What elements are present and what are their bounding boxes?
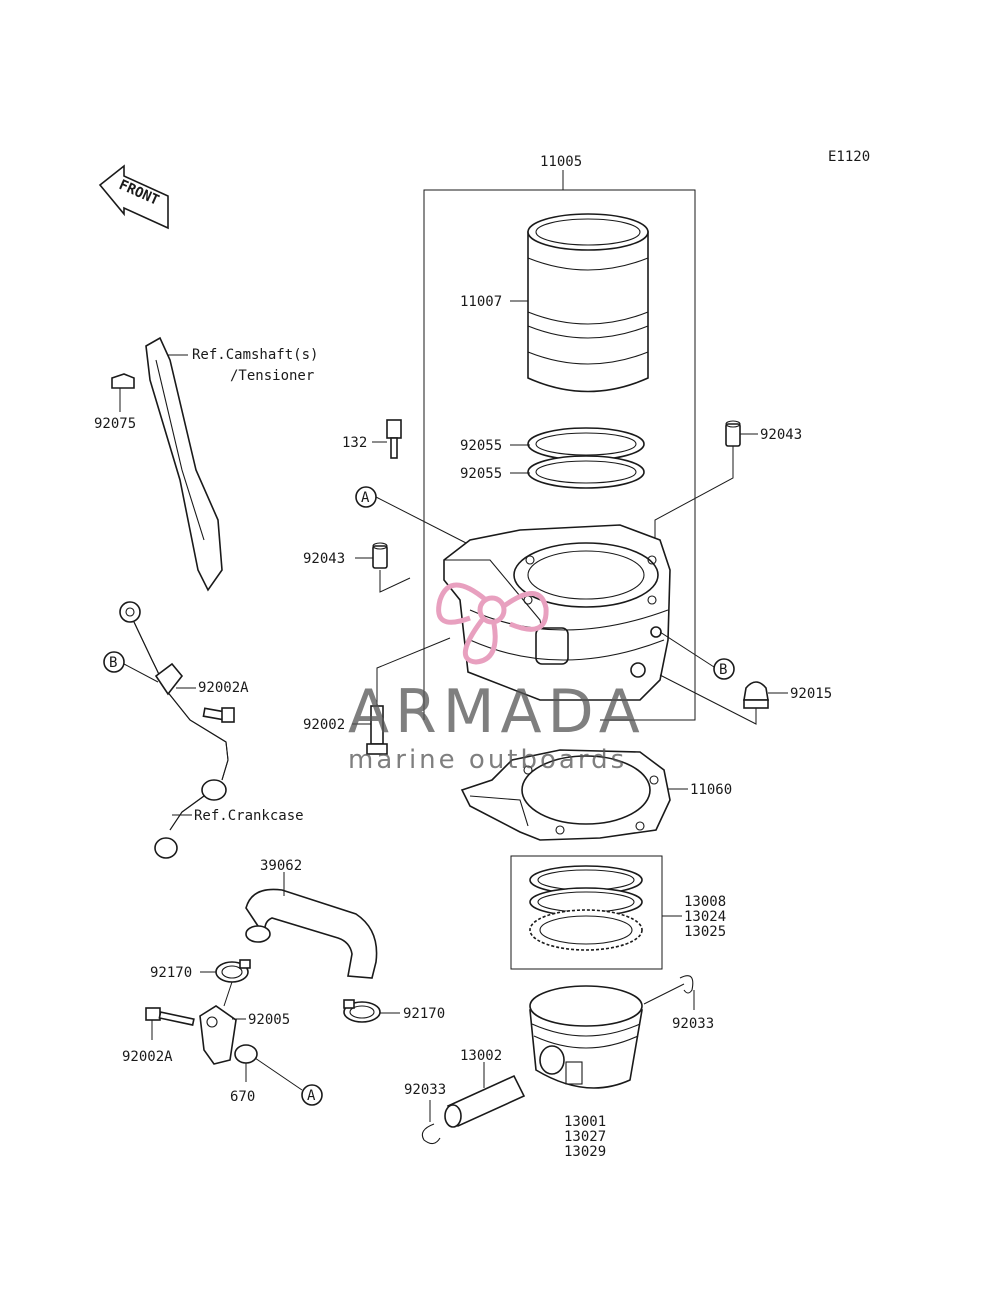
hose-39062: [245, 888, 378, 979]
part-11007-label: 11007: [460, 294, 502, 310]
part-92043-left-label: 92043: [303, 551, 345, 567]
part-92002a-lower-label: 92002A: [122, 1049, 173, 1065]
part-11060-label: 11060: [690, 782, 732, 798]
piston-ring-set: [529, 865, 643, 951]
stud-bolt-132: [386, 419, 402, 459]
front-arrow-icon: FRONT: [98, 164, 169, 230]
dowel-pin-left: [372, 542, 388, 569]
ref-marker-a-bottom: A: [301, 1084, 323, 1106]
part-13008-label: 13008: [684, 894, 726, 910]
part-92043-right-label: 92043: [760, 427, 802, 443]
chain-guide-clip: [111, 373, 135, 389]
diagram-code: E1120: [828, 149, 870, 165]
dowel-pin-right: [725, 420, 741, 447]
liner-rings: [527, 427, 645, 489]
part-92170-upper-label: 92170: [150, 965, 192, 981]
part-39062-label: 39062: [260, 858, 302, 874]
ref-crankcase-label: Ref.Crankcase: [194, 808, 304, 824]
cylinder-assy-bracket: [423, 170, 696, 721]
svg-text:A: A: [307, 1088, 316, 1104]
chain-guide: [145, 336, 223, 592]
ref-marker-b-right: B: [713, 658, 735, 680]
cylinder-liner: [527, 213, 649, 393]
part-670-label: 670: [230, 1089, 255, 1105]
ref-marker-b-left: B: [103, 651, 125, 673]
fitting-bolt: [145, 1007, 195, 1026]
propeller-logo-icon: [436, 582, 549, 665]
part-11005-label: 11005: [540, 154, 582, 170]
svg-text:B: B: [719, 662, 727, 678]
watermark-tagline: marine outboards: [348, 745, 627, 775]
cap-nut-92015: [743, 681, 769, 709]
part-13029-label: 13029: [564, 1144, 606, 1160]
hose-clamp-lower: [343, 999, 381, 1023]
part-13002-label: 13002: [460, 1048, 502, 1064]
oil-pipe: [119, 601, 229, 859]
hose-fitting: [199, 1005, 237, 1065]
piston: [529, 985, 643, 1089]
part-92075-label: 92075: [94, 416, 136, 432]
part-13001-label: 13001: [564, 1114, 606, 1130]
part-92170-lower-label: 92170: [403, 1006, 445, 1022]
svg-text:A: A: [361, 490, 370, 506]
part-92055-top-label: 92055: [460, 438, 502, 454]
piston-clip-right: [679, 975, 694, 994]
piston-pin: [444, 1074, 526, 1128]
ring-set-box: [510, 855, 663, 970]
ref-marker-a-top: A: [355, 486, 377, 508]
oil-pipe-bolt: [202, 707, 235, 723]
piston-clip-left: [421, 1123, 441, 1145]
cylinder-block: [443, 524, 671, 701]
part-92033-left-label: 92033: [404, 1082, 446, 1098]
part-13027-label: 13027: [564, 1129, 606, 1145]
part-92055-bottom-label: 92055: [460, 466, 502, 482]
svg-text:B: B: [109, 655, 117, 671]
watermark-brand: ARMADA: [348, 677, 646, 747]
part-92033-right-label: 92033: [672, 1016, 714, 1032]
part-13025-label: 13025: [684, 924, 726, 940]
part-13024-label: 13024: [684, 909, 726, 925]
armada-watermark: ARMADA marine outboards: [348, 582, 646, 775]
part-92002-label: 92002: [303, 717, 345, 733]
head-gasket: [460, 749, 671, 841]
part-92005-label: 92005: [248, 1012, 290, 1028]
ref-camshaft-line1: Ref.Camshaft(s): [192, 347, 318, 363]
hose-clamp-upper: [215, 959, 251, 983]
part-92002a-upper-label: 92002A: [198, 680, 249, 696]
part-92015-label: 92015: [790, 686, 832, 702]
part-132-label: 132: [342, 435, 367, 451]
o-ring-670: [234, 1044, 258, 1064]
ref-camshaft-line2: /Tensioner: [230, 368, 314, 384]
